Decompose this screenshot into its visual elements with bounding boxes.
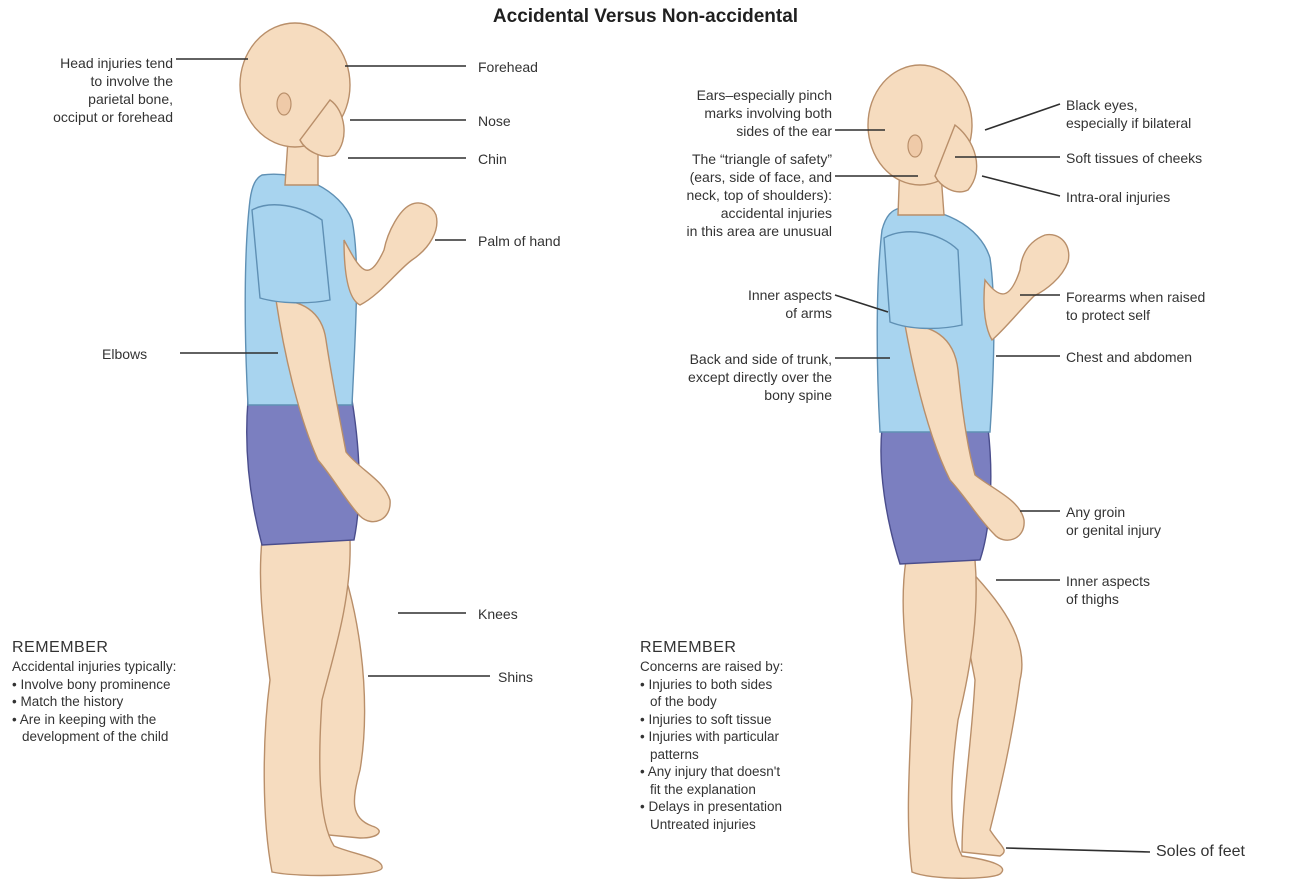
label-inner-arms-line: of arms [680, 304, 832, 322]
label-forehead: Forehead [478, 58, 538, 76]
label-thighs-line: Inner aspects [1066, 572, 1150, 590]
label-soles-of-feet: Soles of feet [1156, 843, 1245, 861]
remember-heading: REMEMBER [12, 638, 176, 658]
label-knees: Knees [478, 605, 518, 623]
label-intra-oral: Intra-oral injuries [1066, 188, 1170, 206]
right-child-figure [868, 65, 1069, 878]
label-triangle-line: The “triangle of safety” [610, 150, 832, 168]
label-back-trunk-line: bony spine [630, 386, 832, 404]
diagram-title: Accidental Versus Non-accidental [0, 6, 1291, 28]
label-back-and-trunk: Back and side of trunk, except directly … [630, 350, 832, 404]
remember-item: • Any injury that doesn't [640, 763, 783, 781]
left-remember-box: REMEMBER Accidental injuries typically: … [12, 638, 176, 746]
label-head-injuries-line: Head injuries tend [8, 54, 173, 72]
label-head-injuries: Head injuries tend to involve the pariet… [8, 54, 173, 126]
label-black-eyes-line: Black eyes, [1066, 96, 1191, 114]
left-child-figure [240, 23, 437, 875]
label-inner-thighs: Inner aspects of thighs [1066, 572, 1150, 608]
label-black-eyes: Black eyes, especially if bilateral [1066, 96, 1191, 132]
label-chin: Chin [478, 150, 507, 168]
right-remember-box: REMEMBER Concerns are raised by: • Injur… [640, 638, 783, 833]
remember-item: • Delays in presentation [640, 798, 783, 816]
label-thighs-line: of thighs [1066, 590, 1150, 608]
remember-item: • Match the history [12, 693, 176, 711]
label-head-injuries-line: parietal bone, [8, 90, 173, 108]
remember-intro: Accidental injuries typically: [12, 658, 176, 676]
label-triangle-line: in this area are unusual [610, 222, 832, 240]
label-black-eyes-line: especially if bilateral [1066, 114, 1191, 132]
label-groin: Any groin or genital injury [1066, 503, 1161, 539]
remember-item: • Are in keeping with the [12, 711, 176, 729]
label-head-injuries-line: occiput or forehead [8, 108, 173, 126]
label-triangle-of-safety: The “triangle of safety” (ears, side of … [610, 150, 832, 240]
label-triangle-line: neck, top of shoulders): [610, 186, 832, 204]
label-head-injuries-line: to involve the [8, 72, 173, 90]
label-inner-arms-line: Inner aspects [680, 286, 832, 304]
remember-heading: REMEMBER [640, 638, 783, 658]
remember-item: • Involve bony prominence [12, 676, 176, 694]
remember-item: • Injuries to both sides [640, 676, 783, 694]
remember-item: • Injuries to soft tissue [640, 711, 783, 729]
label-back-trunk-line: Back and side of trunk, [630, 350, 832, 368]
label-ears-line: sides of the ear [630, 122, 832, 140]
remember-item: Untreated injuries [640, 816, 783, 834]
label-palm-of-hand: Palm of hand [478, 232, 561, 250]
remember-item: • Injuries with particular [640, 728, 783, 746]
label-nose: Nose [478, 112, 511, 130]
label-inner-arms: Inner aspects of arms [680, 286, 832, 322]
label-ears: Ears–especially pinch marks involving bo… [630, 86, 832, 140]
remember-item: of the body [640, 693, 783, 711]
label-forearms-line: to protect self [1066, 306, 1205, 324]
label-forearms-line: Forearms when raised [1066, 288, 1205, 306]
remember-item: fit the explanation [640, 781, 783, 799]
label-groin-line: Any groin [1066, 503, 1161, 521]
remember-item: patterns [640, 746, 783, 764]
remember-item: development of the child [12, 728, 176, 746]
label-ears-line: marks involving both [630, 104, 832, 122]
label-groin-line: or genital injury [1066, 521, 1161, 539]
label-forearms: Forearms when raised to protect self [1066, 288, 1205, 324]
label-triangle-line: accidental injuries [610, 204, 832, 222]
label-triangle-line: (ears, side of face, and [610, 168, 832, 186]
label-ears-line: Ears–especially pinch [630, 86, 832, 104]
label-shins: Shins [498, 668, 533, 686]
label-elbows: Elbows [102, 345, 147, 363]
label-soft-tissues-cheeks: Soft tissues of cheeks [1066, 149, 1202, 167]
label-back-trunk-line: except directly over the [630, 368, 832, 386]
remember-intro: Concerns are raised by: [640, 658, 783, 676]
label-chest-abdomen: Chest and abdomen [1066, 348, 1192, 366]
